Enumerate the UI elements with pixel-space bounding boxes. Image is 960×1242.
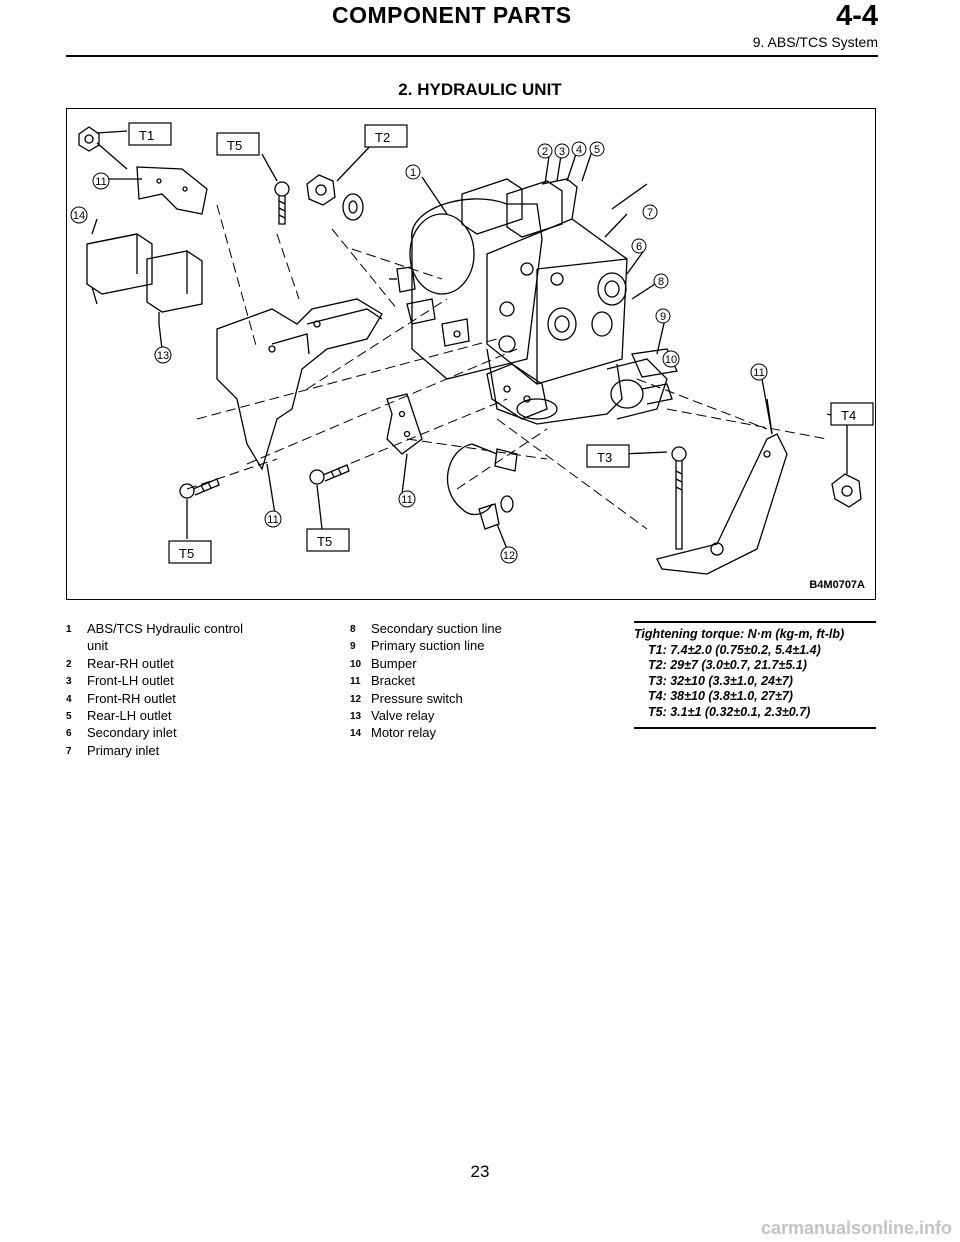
- legend-item: 13 Valve relay: [350, 707, 580, 724]
- callout-11-top-left: 11: [95, 176, 106, 188]
- legend-item: 14 Motor relay: [350, 724, 580, 741]
- section-title: 2. HYDRAULIC UNIT: [398, 80, 562, 99]
- callout-11-lower-left: 11: [267, 514, 278, 526]
- callout-1: 1: [410, 167, 416, 179]
- legend-column-2: 8 Secondary suction line 9 Primary sucti…: [350, 620, 580, 742]
- legend-label: Motor relay: [371, 725, 437, 741]
- legend-item: 11 Bracket: [350, 672, 580, 689]
- legend-label: Primary suction line: [371, 638, 485, 654]
- callout-2: 2: [542, 146, 548, 158]
- torque-line-t2: T2: 29±7 (3.0±0.7, 21.7±5.1): [648, 658, 807, 673]
- tightening-torque-box: Tightening torque: N·m (kg-m, ft-lb) T1:…: [634, 621, 876, 729]
- callout-5: 5: [594, 144, 600, 156]
- legend-label: Bracket: [371, 673, 416, 689]
- legend-number: 1: [66, 624, 72, 635]
- legend-label: Front-LH outlet: [87, 673, 174, 689]
- legend-label: Bumper: [371, 655, 417, 671]
- legend-number: 11: [350, 676, 361, 688]
- legend-number: 6: [66, 728, 72, 740]
- header-title: COMPONENT PARTS: [332, 2, 572, 28]
- legend-item: 2 Rear-RH outlet: [66, 655, 266, 672]
- callout-markers: [70, 141, 768, 564]
- legend-item: 5 Rear-LH outlet: [66, 707, 266, 724]
- legend-label: Rear-RH outlet: [87, 655, 174, 671]
- header-rule: [66, 55, 878, 57]
- callout-14: 14: [73, 210, 85, 222]
- legend-label: ABS/TCS Hydraulic control unit: [87, 621, 244, 654]
- legend-label: Primary inlet: [87, 742, 160, 758]
- legend-number: 8: [350, 624, 356, 635]
- legend-item: 9 Primary suction line: [350, 637, 580, 654]
- legend-number: 4: [66, 693, 72, 705]
- legend-label: Rear-LH outlet: [87, 708, 172, 724]
- callout-3: 3: [559, 146, 565, 158]
- legend-item: 12 Pressure switch: [350, 690, 580, 707]
- legend-column-1: 1 ABS/TCS Hydraulic control unit 2 Rear-…: [66, 620, 266, 759]
- torque-line-t1: T1: 7.4±2.0 (0.75±0.2, 5.4±1.4): [648, 642, 821, 657]
- callout-numbers: 1 2 3 4 5 6 7 8 9 10 11 11 11 11 12 13 1…: [73, 144, 765, 562]
- legend-number: 5: [66, 711, 72, 723]
- torque-label-t5-lower-left: T5: [179, 546, 194, 561]
- legend-label: Valve relay: [371, 708, 435, 724]
- torque-line-t4: T4: 38±10 (3.8±1.0, 27±7): [648, 689, 793, 704]
- legend-item: 8 Secondary suction line: [350, 620, 580, 637]
- callout-8: 8: [658, 276, 664, 288]
- callout-11-lower-middle: 11: [401, 494, 412, 506]
- torque-label-t3: T3: [597, 450, 612, 465]
- legend-number: 2: [66, 658, 72, 670]
- header-subtitle: 9. ABS/TCS System: [752, 34, 878, 50]
- callout-4: 4: [576, 144, 582, 156]
- torque-heading: Tightening torque: N·m (kg-m, ft-lb): [634, 627, 845, 641]
- callout-13: 13: [157, 350, 169, 362]
- figure-code: B4M0707A: [809, 579, 865, 591]
- legend-item: 4 Front-RH outlet: [66, 690, 266, 707]
- page-number: 23: [470, 1162, 490, 1181]
- legend-label: Secondary suction line: [371, 621, 502, 636]
- torque-label-t5-lower-middle: T5: [317, 534, 332, 549]
- torque-line-t3: T3: 32±10 (3.3±1.0, 24±7): [648, 673, 793, 688]
- legend-label: Secondary inlet: [87, 725, 177, 741]
- legend-item: 6 Secondary inlet: [66, 724, 266, 741]
- legend-number: 10: [350, 658, 362, 670]
- legend-number: 7: [66, 745, 72, 757]
- callout-10: 10: [665, 354, 677, 366]
- section-code: 4-4: [836, 0, 878, 32]
- hydraulic-unit-figure: T1 T5 T2 T3 T4 T5 T5: [66, 108, 876, 600]
- legend-number: 9: [350, 641, 356, 653]
- exploded-view-drawing: T1 T5 T2 T3 T4 T5 T5: [70, 122, 874, 575]
- torque-label-t2: T2: [375, 130, 390, 145]
- legend-item: 1 ABS/TCS Hydraulic control unit: [66, 620, 266, 655]
- torque-label-t4: T4: [841, 408, 856, 423]
- callout-11-right: 11: [753, 367, 764, 379]
- callout-9: 9: [660, 311, 666, 323]
- legend-number: 14: [350, 728, 362, 740]
- legend-item: 10 Bumper: [350, 655, 580, 672]
- callout-12: 12: [503, 550, 515, 562]
- watermark: carmanualsonline.info: [760, 1218, 952, 1238]
- legend-item: 3 Front-LH outlet: [66, 672, 266, 689]
- legend-number: 3: [66, 676, 72, 688]
- legend-item: 7 Primary inlet: [66, 742, 266, 759]
- legend-number: 12: [350, 693, 362, 705]
- legend-label: Front-RH outlet: [87, 690, 176, 706]
- legend-label: Pressure switch: [371, 690, 463, 706]
- torque-label-boxes: T1 T5 T2 T3 T4 T5 T5: [128, 122, 874, 564]
- torque-label-t5-upper: T5: [227, 138, 242, 153]
- torque-label-t1: T1: [139, 128, 154, 143]
- torque-line-t5: T5: 3.1±1 (0.32±0.1, 2.3±0.7): [648, 704, 811, 719]
- callout-6: 6: [636, 241, 642, 253]
- legend-number: 13: [350, 711, 362, 723]
- callout-7: 7: [647, 207, 653, 219]
